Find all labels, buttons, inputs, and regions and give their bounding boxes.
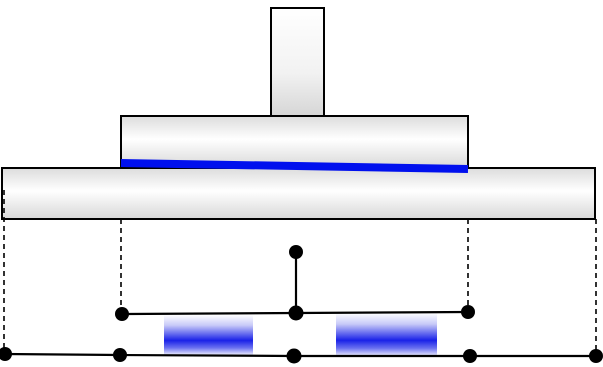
spring-left <box>164 315 253 356</box>
node-upper-center <box>288 305 304 321</box>
node-lower-far-left <box>0 347 12 361</box>
node-lower-far-right <box>589 349 603 363</box>
node-lower-left <box>113 348 127 362</box>
blocks <box>1 7 596 220</box>
top-pillar <box>270 7 325 117</box>
projection-lines <box>3 190 597 354</box>
connection-lines <box>3 252 597 358</box>
node-lower-center <box>286 348 302 364</box>
node-upper-left <box>115 307 129 321</box>
lower-beam-left <box>3 352 121 357</box>
springs <box>164 313 437 357</box>
contact-interface-line <box>120 159 469 173</box>
node-lower-right <box>463 349 477 363</box>
node-upper-right <box>461 305 475 319</box>
spring-right <box>336 313 437 357</box>
bottom-block <box>1 167 596 220</box>
nodes <box>0 245 603 364</box>
middle-block <box>120 115 469 169</box>
lower-beam-middle <box>119 353 295 358</box>
node-top <box>289 245 303 259</box>
